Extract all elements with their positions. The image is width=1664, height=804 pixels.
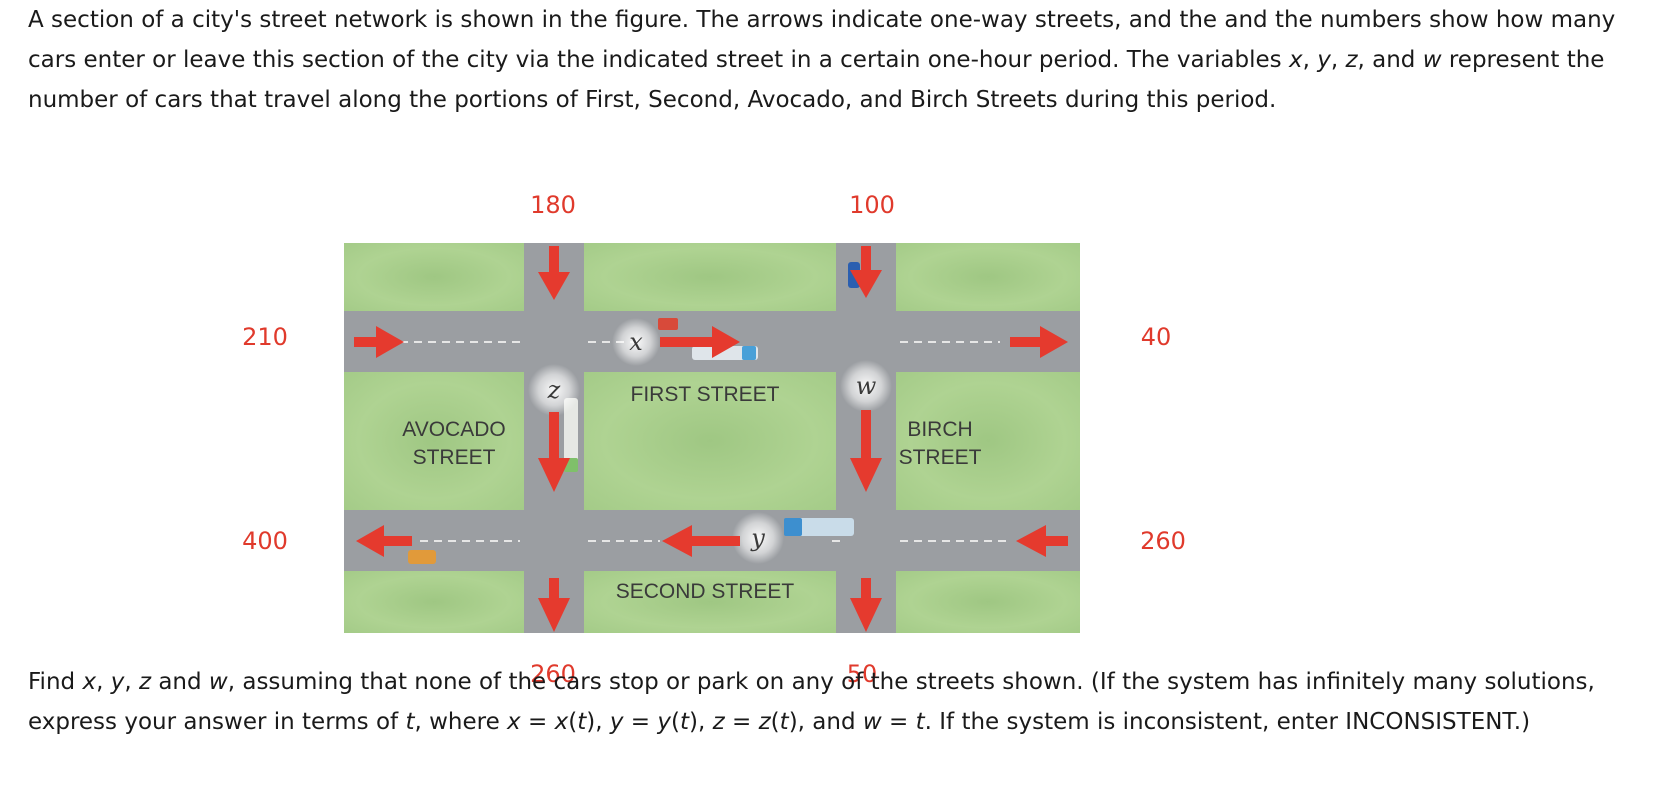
glow xyxy=(732,512,784,564)
sep: ( xyxy=(670,709,680,735)
sep: , xyxy=(1330,47,1346,73)
arrow-down-icon xyxy=(538,246,570,300)
flow-top-left: 180 xyxy=(530,191,576,219)
flow-left-bottom: 400 xyxy=(242,527,288,555)
sep: , xyxy=(96,669,111,695)
flow-top-right: 100 xyxy=(849,191,895,219)
flow-arrows xyxy=(354,246,1068,632)
question-text: Find xyxy=(28,669,83,695)
grass-block xyxy=(896,372,1080,510)
grass-block xyxy=(584,243,836,311)
grass-block xyxy=(584,372,836,510)
var-y: y xyxy=(609,709,624,735)
var-z-label: z xyxy=(547,376,561,404)
glow xyxy=(612,318,660,366)
sep: = xyxy=(724,709,759,735)
var-z: z xyxy=(138,669,152,695)
sep: , xyxy=(124,669,139,695)
birch-street-label-line1: BIRCH xyxy=(907,418,972,441)
grass-blocks xyxy=(344,243,1080,633)
second-street-label: SECOND STREET xyxy=(616,580,795,603)
avocado-street-label-line2: STREET xyxy=(413,446,496,469)
var-w: w xyxy=(1422,47,1442,73)
sep: and xyxy=(151,669,209,695)
car-icon xyxy=(408,550,436,564)
var-x: x xyxy=(554,709,569,735)
arrow-down-icon xyxy=(850,410,882,492)
var-t: t xyxy=(915,709,925,735)
flow-bottom-right: 50 xyxy=(847,660,878,688)
sep: ), xyxy=(689,709,713,735)
grass-block xyxy=(896,243,1080,311)
arrow-left-icon xyxy=(1016,525,1068,557)
var-t: t xyxy=(779,709,789,735)
sep: ( xyxy=(568,709,578,735)
sep: ), xyxy=(586,709,610,735)
arrow-down-icon xyxy=(538,412,570,492)
sep: , xyxy=(1302,47,1318,73)
grass-block xyxy=(344,243,524,311)
first-street-label: FIRST STREET xyxy=(631,383,780,406)
var-z: z xyxy=(712,709,725,735)
truck-icon xyxy=(784,518,802,536)
var-t: t xyxy=(405,709,415,735)
car-icon xyxy=(658,318,678,330)
problem-question: Find x, y, z and w, assuming that none o… xyxy=(28,662,1638,742)
grass-block xyxy=(344,372,524,510)
grass-block xyxy=(896,571,1080,633)
var-y: y xyxy=(657,709,671,735)
intro-text: A section of a city's street network is … xyxy=(28,7,1616,73)
truck-icon xyxy=(564,398,578,472)
var-y: y xyxy=(110,669,125,695)
question-text: . If the system is inconsistent, enter I… xyxy=(924,709,1531,735)
arrow-left-icon xyxy=(662,525,740,557)
var-w: w xyxy=(208,669,228,695)
var-x-label: x xyxy=(629,328,643,356)
flow-bottom-left: 260 xyxy=(530,660,576,688)
question-text: , where xyxy=(414,709,508,735)
arrow-right-icon xyxy=(354,326,404,358)
var-z: z xyxy=(758,709,771,735)
flow-right-top: 40 xyxy=(1141,323,1172,351)
var-t: t xyxy=(679,709,689,735)
arrow-left-icon xyxy=(356,525,412,557)
var-w-label: w xyxy=(856,372,877,400)
var-x: x xyxy=(82,669,97,695)
arrow-down-icon xyxy=(850,246,882,298)
sep: = xyxy=(520,709,555,735)
flow-right-bottom: 260 xyxy=(1140,527,1186,555)
arrow-down-icon xyxy=(538,578,570,632)
var-x: x xyxy=(1288,47,1303,73)
var-x: x xyxy=(507,709,521,735)
sep: ), and xyxy=(788,709,863,735)
sep: , and xyxy=(1357,47,1423,73)
car-icon xyxy=(692,346,758,360)
sep: ( xyxy=(770,709,780,735)
intro-text: represent the number of cars that travel… xyxy=(28,47,1605,113)
var-y-label: y xyxy=(750,524,765,552)
glow xyxy=(840,360,892,412)
birch-street-label-line2: STREET xyxy=(899,446,982,469)
arrow-right-icon xyxy=(660,326,740,358)
sep: = xyxy=(623,709,658,735)
car-icon xyxy=(742,346,756,360)
grass-block xyxy=(584,571,836,633)
var-z: z xyxy=(1345,47,1358,73)
var-y: y xyxy=(1317,47,1331,73)
problem-intro: A section of a city's street network is … xyxy=(28,0,1638,120)
var-t: t xyxy=(577,709,587,735)
grass-block xyxy=(344,571,524,633)
sep: = xyxy=(881,709,916,735)
arrow-down-icon xyxy=(850,578,882,632)
flow-left-top: 210 xyxy=(242,323,288,351)
arrow-right-icon xyxy=(1010,326,1068,358)
question-text: , assuming that none of the cars stop or… xyxy=(28,669,1595,735)
glow xyxy=(528,364,580,416)
avocado-street-label-line1: AVOCADO xyxy=(402,418,505,441)
var-w: w xyxy=(862,709,882,735)
cars xyxy=(408,262,860,564)
